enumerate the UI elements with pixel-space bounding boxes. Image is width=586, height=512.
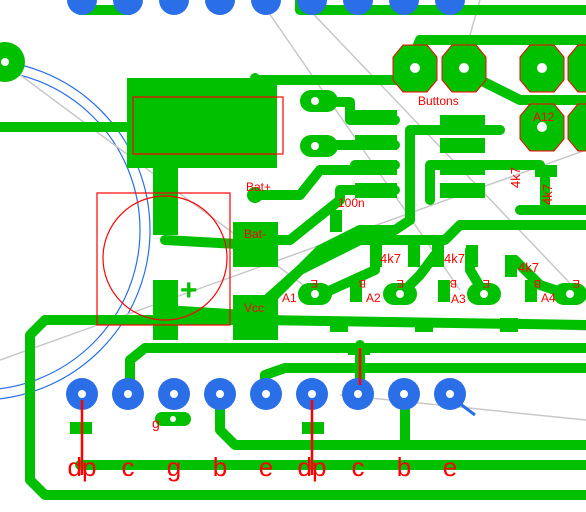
bottom-pin-label: dp — [68, 452, 97, 482]
label-pin-b-2: B — [450, 277, 457, 289]
via-holes — [78, 390, 454, 398]
label-a4: A4 — [541, 291, 556, 305]
copper-pads — [0, 42, 586, 434]
bottom-pin-label: b — [213, 452, 227, 482]
bottom-pin-label: dp — [298, 452, 327, 482]
label-g-small: g — [152, 415, 160, 431]
header-pad-holes — [1, 58, 574, 422]
label-4k7-b: 4k7 — [444, 251, 465, 266]
label-buttons: Buttons — [418, 94, 459, 108]
label-4k7-a: 4k7 — [380, 251, 401, 266]
label-bat-minus: Bat- — [244, 227, 266, 241]
bottom-pin-label: c — [122, 452, 135, 482]
silkscreen-outlines — [80, 96, 362, 475]
label-4k7-e: 4k7 — [540, 184, 555, 205]
plus-sign-icon: + — [180, 274, 198, 307]
label-a2: A2 — [366, 291, 381, 305]
label-a12: A12 — [533, 110, 555, 124]
label-4k7-d: 4k7 — [508, 167, 523, 188]
bottom-pin-label: e — [259, 452, 273, 482]
header-pads — [392, 44, 586, 152]
bottom-pin-label: b — [397, 452, 411, 482]
silkscreen-labels: Buttons Bat+ Bat- 100n Vcc 4k7 4k7 4k7 4… — [152, 94, 580, 431]
label-4k7-c: 4k7 — [518, 260, 539, 275]
label-bat-plus: Bat+ — [246, 180, 271, 194]
bottom-pin-label: g — [167, 452, 181, 482]
label-pin-e-1: E — [311, 277, 318, 289]
ratsnest — [0, 0, 586, 421]
bottom-pin-label: c — [352, 452, 365, 482]
label-a3: A3 — [451, 292, 466, 306]
label-vcc: Vcc — [244, 301, 264, 315]
board-outline — [0, 60, 151, 400]
label-pin-e-2: E — [397, 277, 404, 289]
bottom-pin-label: e — [443, 452, 457, 482]
label-pin-e-4: E — [573, 277, 580, 289]
label-pin-b-1: B — [359, 277, 366, 289]
copper-traces — [0, 0, 586, 500]
label-pin-e-3: E — [483, 277, 490, 289]
label-a1: A1 — [282, 291, 297, 305]
label-100n: 100n — [338, 196, 365, 210]
label-pin-b-3: B — [534, 277, 541, 289]
